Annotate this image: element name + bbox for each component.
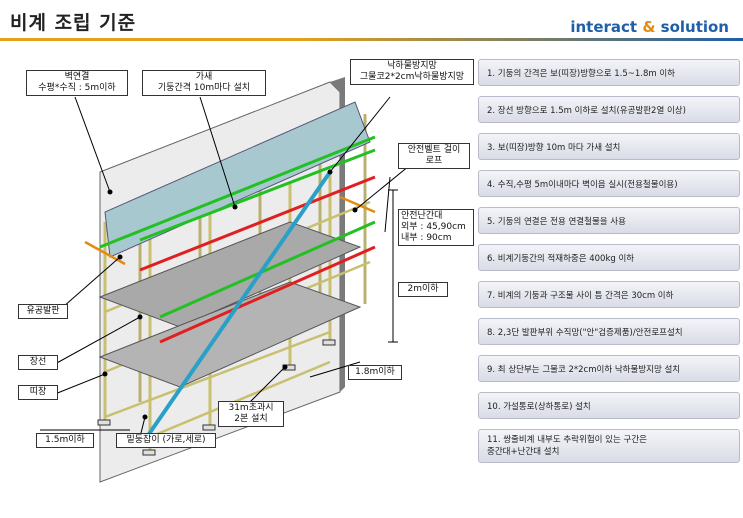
callout-spacing-15: 1.5m이하: [36, 433, 94, 448]
standard-item-10: 10. 가설통로(상하통로) 설치: [478, 392, 740, 419]
scaffold-illustration: [40, 77, 421, 483]
platform-lower: [98, 281, 362, 388]
standard-item-6: 6. 비계기둥간의 적재하중은 400kg 이하: [478, 244, 740, 271]
callout-plank: 유공발판: [18, 304, 68, 319]
standard-item-1: 1. 기둥의 간격은 보(띠장)방향으로 1.5~1.8m 이하: [478, 59, 740, 86]
standard-item-5: 5. 기둥의 연결은 전용 연결철물을 사용: [478, 207, 740, 234]
standard-item-7: 7. 비계의 기둥과 구조물 사이 틈 간격은 30cm 이하: [478, 281, 740, 308]
platform-upper: [98, 221, 362, 328]
wall-ties: [84, 195, 376, 266]
callout-transom: 띠장: [18, 385, 58, 400]
header-rule: [0, 38, 743, 41]
standard-item-9: 9. 최 상단부는 그물코 2*2cm이하 낙하물방지망 설치: [478, 355, 740, 382]
callout-spacing-18: 1.8m이하: [348, 365, 402, 380]
brand-logo: interact & solution: [570, 18, 729, 36]
callout-over31: 31m초과시 2본 설치: [218, 401, 284, 427]
callout-fall-net: 낙하물방지망 그물코2*2cm낙하물방지망: [350, 59, 474, 85]
standard-item-8: 8. 2,3단 발판부위 수직망("안"검증제품)/안전로프설치: [478, 318, 740, 345]
standard-item-2: 2. 장선 방향으로 1.5m 이하로 설치(유공발판2열 이상): [478, 96, 740, 123]
page-title: 비계 조립 기준: [10, 12, 137, 34]
standard-item-4: 4. 수직,수평 5m이내마다 벽이음 실시(전용철물이용): [478, 170, 740, 197]
callout-base-tie: 밑둥잡이 (가로,세로): [116, 433, 216, 448]
standard-item-3: 3. 보(띠장)방향 10m 마다 가새 설치: [478, 133, 740, 160]
diagonal-brace: [138, 170, 332, 449]
base-plates: [97, 339, 336, 456]
callout-ledger: 장선: [18, 355, 58, 370]
guardrails: [99, 135, 376, 344]
scaffold-diagram: 벽연결 수평*수직 : 5m이하 가새 기둥간격 10m마다 설치 낙하물방지망…: [0, 42, 480, 514]
callout-height-2m: 2m이하: [398, 282, 448, 297]
height-dimension: [388, 189, 398, 343]
callout-guardrail: 안전난간대 외부 : 45,90cm 내부 : 90cm: [398, 209, 474, 246]
callout-wall-tie: 벽연결 수평*수직 : 5m이하: [26, 70, 128, 96]
standard-item-11: 11. 쌍줄비계 내부도 추락위험이 있는 구간은 중간대+난간대 설치: [478, 429, 740, 463]
callout-belt-rope: 안전벨트 걸이 로프: [398, 143, 470, 169]
callout-brace: 가새 기둥간격 10m마다 설치: [142, 70, 266, 96]
leader-dots: [102, 169, 358, 420]
